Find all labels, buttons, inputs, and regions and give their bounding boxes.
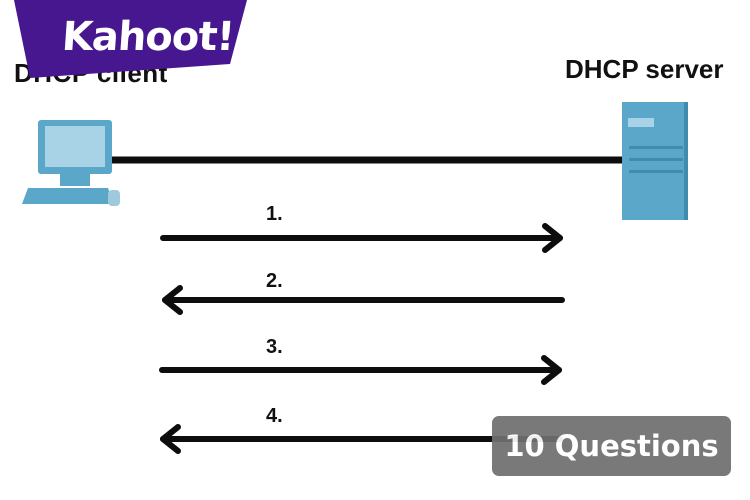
kahoot-logo: Kahoot! — [60, 14, 236, 60]
kahoot-logo-badge — [14, 0, 247, 78]
arrow-step-1 — [160, 223, 563, 253]
question-count-badge: 10 Questions — [492, 416, 731, 476]
desktop-computer-icon — [22, 120, 120, 206]
question-count-label: 10 Questions — [504, 429, 719, 463]
server-tower-icon — [622, 102, 688, 220]
step-label-1: 1. — [266, 203, 283, 225]
server-label: DHCP server — [565, 54, 724, 84]
arrow-step-3 — [159, 355, 562, 385]
step-label-2: 2. — [266, 270, 283, 292]
step-label-4: 4. — [266, 405, 283, 427]
arrow-step-2 — [162, 285, 565, 315]
step-label-3: 3. — [266, 336, 283, 358]
